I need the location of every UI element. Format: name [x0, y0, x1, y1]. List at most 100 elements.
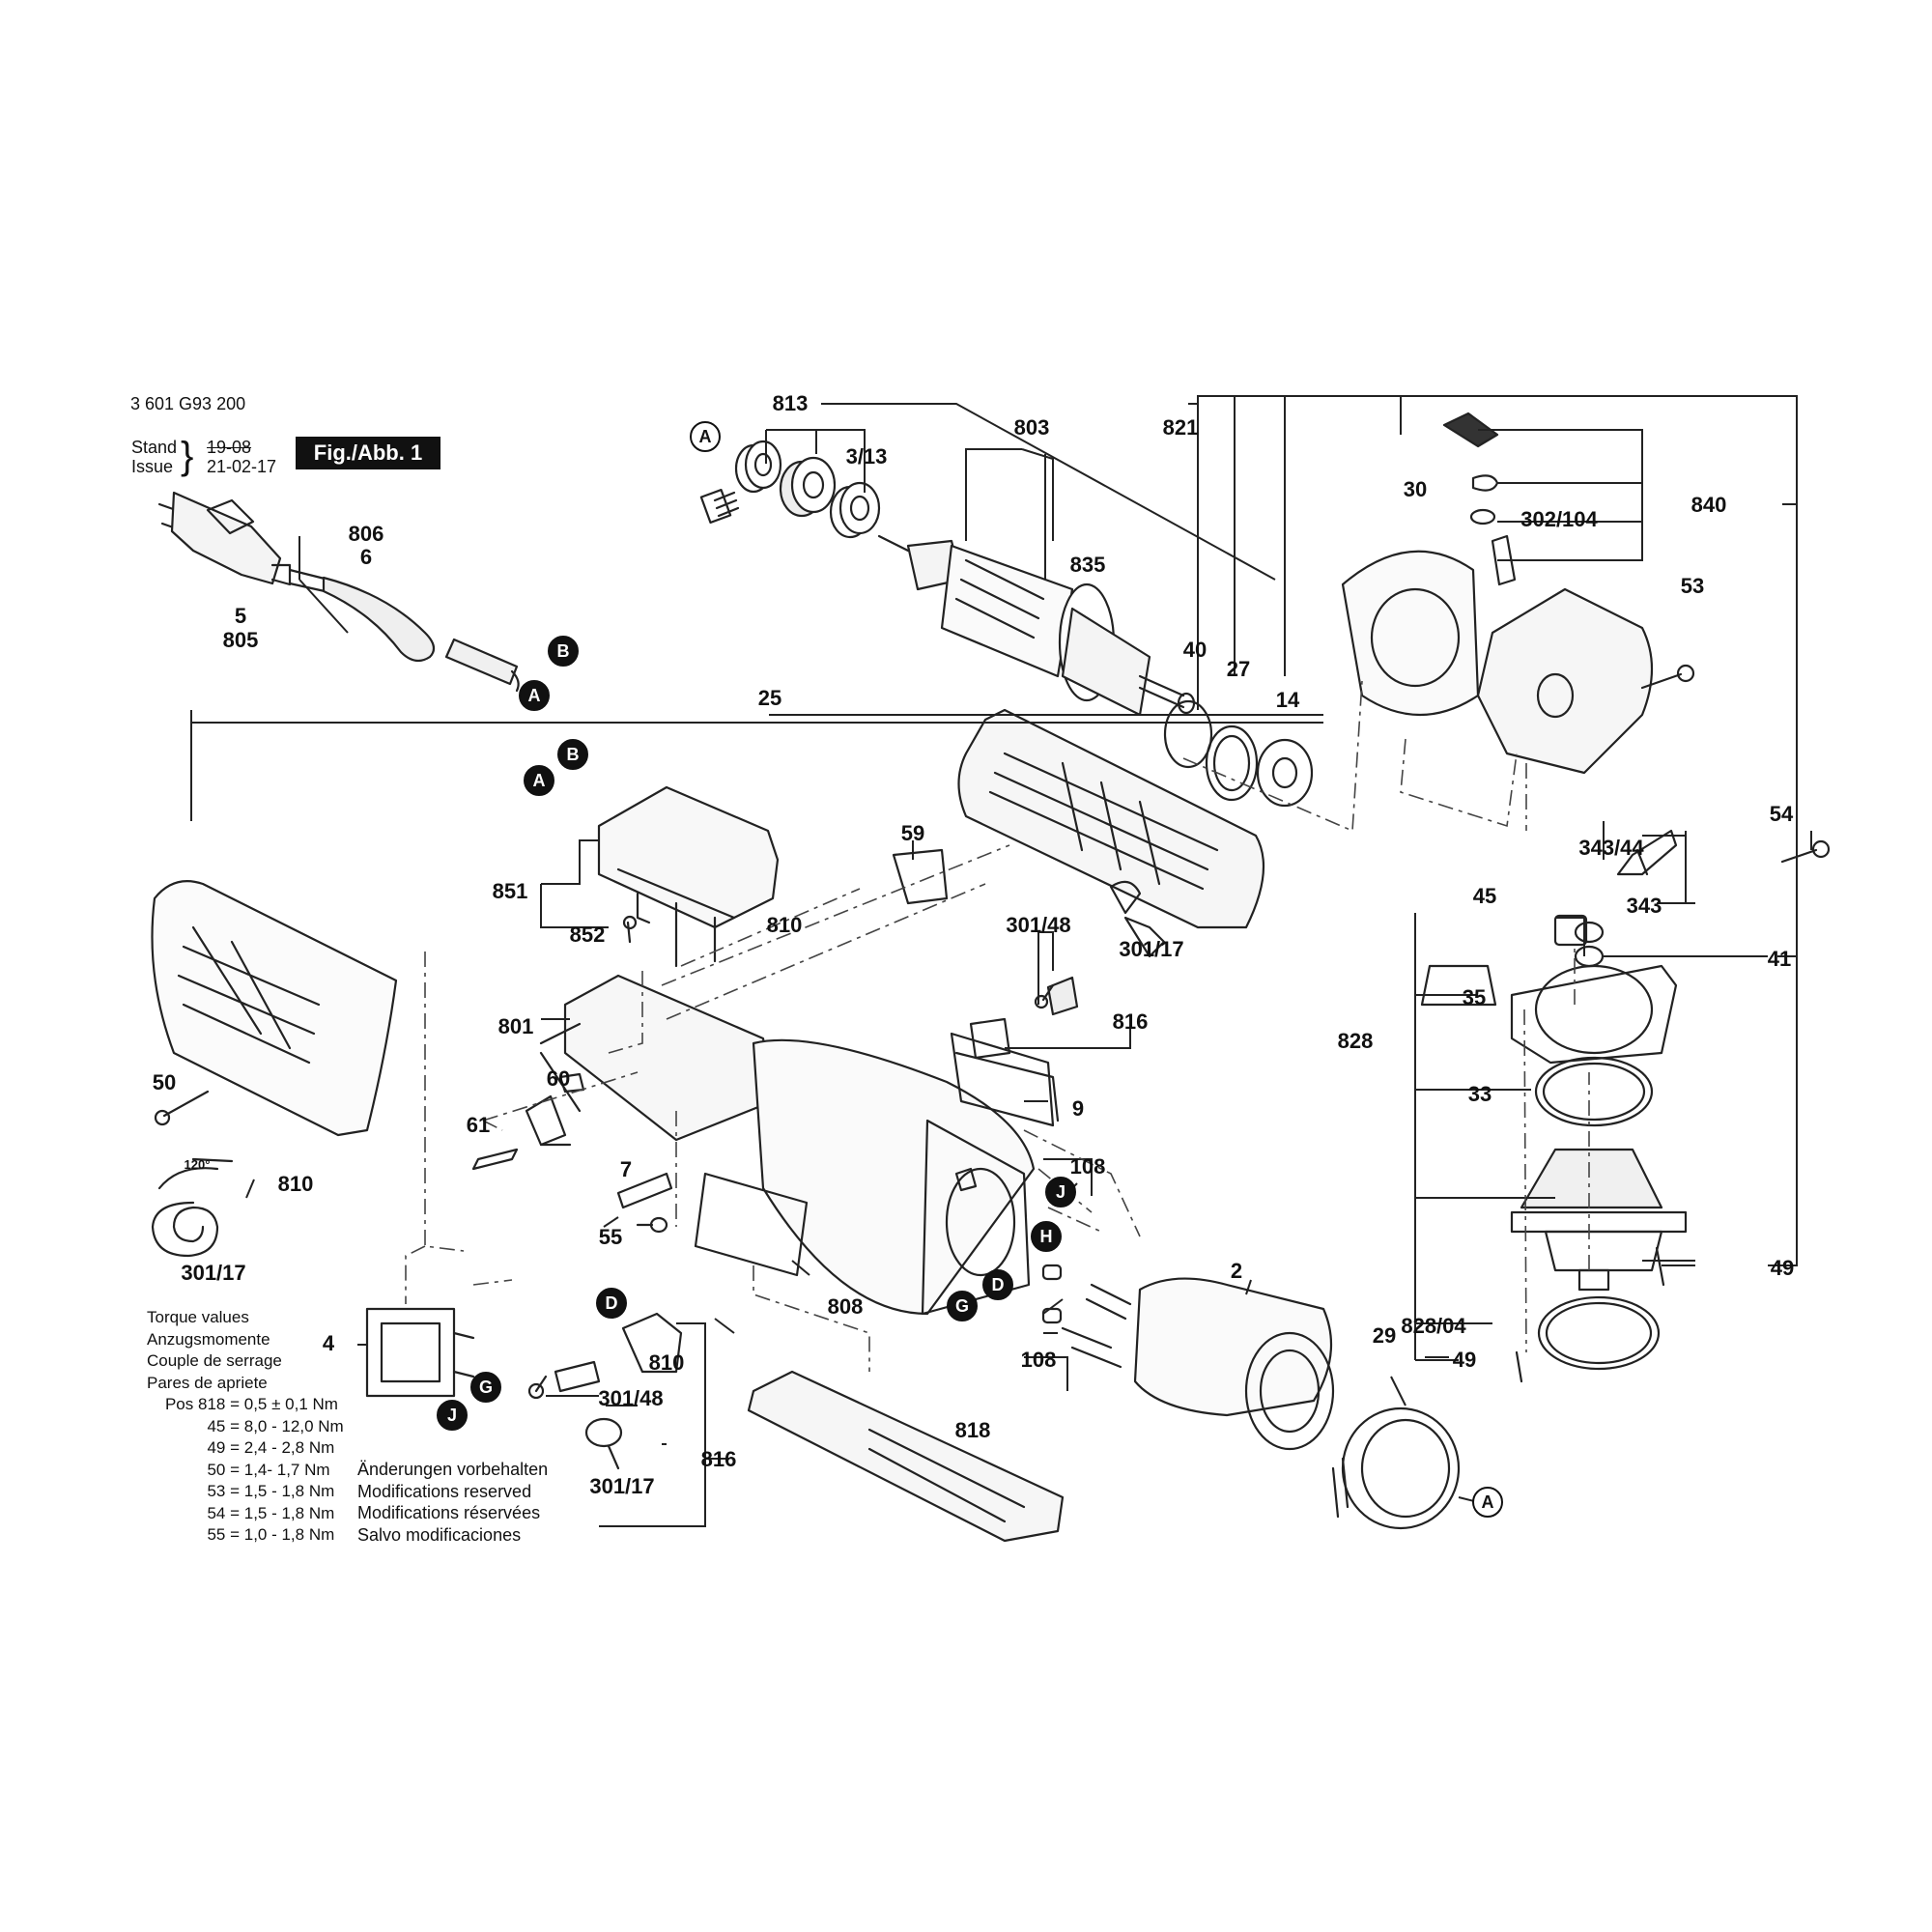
stator-drawing: [1041, 1264, 1335, 1451]
callout-b: B: [548, 636, 579, 667]
gear-set-drawing: [1510, 914, 1688, 1383]
rings-drawing: [1163, 699, 1314, 808]
part-number-9: 9: [1072, 1096, 1084, 1121]
svg-text:G: G: [955, 1296, 969, 1316]
callout-g: G: [947, 1291, 978, 1321]
part-number-810: 810: [278, 1172, 314, 1196]
torque-values-block: Torque values Anzugsmomente Couple de se…: [147, 1307, 344, 1547]
callout-a: A: [519, 680, 550, 711]
part-number-301-48: 301/48: [1006, 913, 1070, 937]
svg-text:D: D: [992, 1275, 1005, 1294]
part-number-49: 49: [1453, 1348, 1476, 1372]
switch-drawing: [597, 785, 780, 968]
part-number-2: 2: [1231, 1259, 1242, 1283]
part-number-301-17: 301/17: [181, 1261, 245, 1285]
torque-heading-fr: Couple de serrage: [147, 1351, 282, 1370]
issue-label: Issue: [131, 457, 174, 476]
part-number-301-48: 301/48: [598, 1386, 663, 1410]
torque-heading-en: Torque values: [147, 1308, 249, 1326]
part-number-50: 50: [153, 1070, 176, 1094]
handle-cover-drawing: [747, 1370, 1065, 1543]
torque-heading-es: Pares de apriete: [147, 1373, 268, 1392]
part-number-816: 816: [1113, 1009, 1149, 1034]
part-number-27: 27: [1227, 657, 1250, 681]
part-number-813: 813: [773, 391, 809, 415]
part-number-821: 821: [1163, 415, 1199, 440]
small-parts-drawing: [525, 1094, 978, 1234]
upper-housing-drawing: [957, 708, 1265, 929]
issue-date: 21-02-17: [207, 457, 277, 476]
gear-housing-drawing: [1341, 412, 1678, 1007]
document-number: 3 601 G93 200: [130, 394, 246, 413]
part-number-806: 806: [349, 522, 384, 546]
torque-row: Pos 818 = 0,5 ± 0,1 Nm: [164, 1395, 338, 1413]
callout-h: H: [1031, 1221, 1062, 1252]
part-number-35: 35: [1463, 985, 1486, 1009]
screws-drawing: [154, 664, 1831, 1400]
callout-a: A: [524, 765, 554, 796]
disclaimer-es: Salvo modificaciones: [357, 1524, 522, 1545]
svg-text:D: D: [606, 1293, 618, 1313]
callout-d: D: [596, 1288, 627, 1319]
callout-b: B: [557, 739, 588, 770]
svg-text:A: A: [528, 686, 541, 705]
part-number-816: 816: [701, 1447, 737, 1471]
part-number-29: 29: [1373, 1323, 1396, 1348]
part-number-4: 4: [323, 1331, 335, 1355]
leader-lines: [190, 395, 1812, 1527]
svg-text:A: A: [1482, 1492, 1494, 1512]
part-number-851: 851: [493, 879, 528, 903]
callout-d: D: [982, 1269, 1013, 1300]
part-number-61: 61: [467, 1113, 490, 1137]
callout-j: J: [1045, 1177, 1076, 1208]
callout-a: A: [1472, 1487, 1503, 1518]
part-number-25: 25: [758, 686, 781, 710]
part-number-301-17: 301/17: [1119, 937, 1183, 961]
svg-text:B: B: [557, 641, 570, 661]
part-number-55: 55: [599, 1225, 622, 1249]
stand-date: 19-08: [207, 438, 252, 457]
svg-text:A: A: [699, 427, 712, 446]
disclaimer-en: Modifications reserved: [357, 1481, 532, 1501]
part-number-33: 33: [1468, 1082, 1492, 1106]
svg-text:B: B: [567, 745, 580, 764]
insulation-sheets-drawing: [694, 1032, 1055, 1277]
part-number-108: 108: [1021, 1348, 1057, 1372]
part-number-40: 40: [1183, 638, 1207, 662]
svg-text:J: J: [447, 1406, 457, 1425]
motor-housing-drawing: [471, 974, 1060, 1316]
callout-g: G: [470, 1372, 501, 1403]
part-number-803: 803: [1014, 415, 1050, 440]
disclaimer-fr: Modifications réservées: [357, 1503, 541, 1522]
torque-row: 55 = 1,0 - 1,8 Nm: [207, 1525, 335, 1544]
part-number-840: 840: [1691, 493, 1727, 517]
part-number-59: 59: [901, 821, 924, 845]
torque-row: 49 = 2,4 - 2,8 Nm: [207, 1438, 335, 1457]
part-number-41: 41: [1768, 947, 1791, 971]
brush-holder-lower-drawing: [554, 1312, 683, 1470]
spring-detail-drawing: [151, 1157, 234, 1258]
power-plug-drawing: [157, 491, 520, 693]
torque-row: 45 = 8,0 - 12,0 Nm: [207, 1416, 344, 1435]
part-number-302-104: 302/104: [1520, 507, 1598, 531]
switch-4-drawing: [365, 1307, 475, 1398]
torque-heading-de: Anzugsmomente: [147, 1329, 270, 1349]
torque-row: 54 = 1,5 - 1,8 Nm: [207, 1503, 335, 1522]
stand-label: Stand: [131, 438, 178, 457]
modifications-reserved-block: Änderungen vorbehalten Modifications res…: [357, 1459, 548, 1546]
callout-a: A: [690, 421, 721, 452]
part-number-5: 5: [235, 604, 246, 628]
part-number-810: 810: [767, 913, 803, 937]
rear-housing-drawing: [151, 880, 398, 1137]
part-number-49: 49: [1771, 1256, 1794, 1280]
part-number-810: 810: [649, 1350, 685, 1375]
part-number-30: 30: [1404, 477, 1427, 501]
part-number-120: 120°: [185, 1157, 211, 1172]
part-number-801: 801: [498, 1014, 534, 1038]
brace-glyph: }: [181, 435, 194, 477]
callout-j: J: [437, 1400, 468, 1431]
part-number-343-44: 343/44: [1578, 836, 1644, 860]
